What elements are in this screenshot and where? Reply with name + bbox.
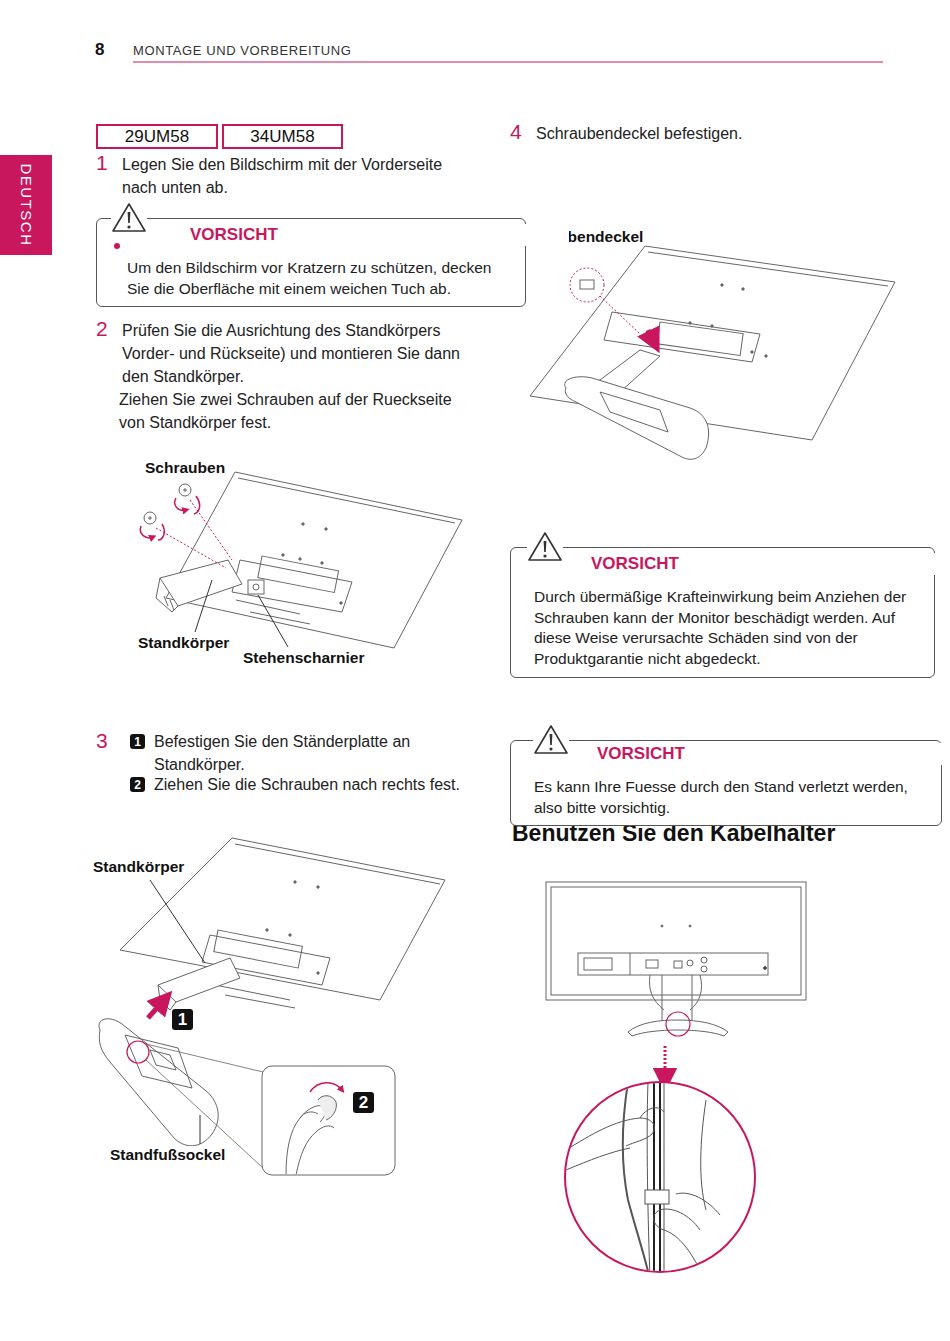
zoom-inset xyxy=(262,1066,395,1175)
step-text: Prüfen Sie die Ausrichtung des Standkörp… xyxy=(122,319,462,388)
callout-number: 2 xyxy=(130,777,145,792)
callout-digit: 1 xyxy=(178,1010,187,1030)
step-number: 4 xyxy=(510,120,522,143)
callout-number: 1 xyxy=(172,1009,193,1030)
callout-digit: 1 xyxy=(134,735,141,749)
callout-digit: 2 xyxy=(134,778,141,792)
step-number: 1 xyxy=(96,151,108,174)
model-name: 29UM58 xyxy=(125,127,189,147)
callout-number: 1 xyxy=(130,734,145,749)
part-label: Standkörper xyxy=(91,858,186,876)
cover-marks xyxy=(570,268,654,342)
caution-text: Um den Bildschirm vor Kratzern zu schütz… xyxy=(127,258,509,299)
caution-text: Durch übermäßige Krafteinwirkung beim An… xyxy=(534,587,920,669)
step-text: Ziehen Sie zwei Schrauben auf der Ruecks… xyxy=(119,388,469,434)
part-label: Standfußsockel xyxy=(108,1146,227,1164)
cable-holder-detail xyxy=(566,1082,720,1280)
step-number: 3 xyxy=(96,729,108,752)
part-label: Stehenscharnier xyxy=(241,649,366,667)
monitor-figure-3 xyxy=(530,246,895,459)
step-text: Schraubendeckel befestigen. xyxy=(536,122,742,145)
header-rule xyxy=(133,62,883,63)
page-header: MONTAGE UND VORBEREITUNG xyxy=(133,43,352,58)
caution-heading: VORSICHT xyxy=(187,224,569,246)
step-text: Befestigen Sie den Ständerplatte an Stan… xyxy=(154,730,474,776)
model-name: 34UM58 xyxy=(250,127,314,147)
warning-icon xyxy=(111,202,147,234)
page-number: 8 xyxy=(95,40,104,60)
caution-heading: VORSICHT xyxy=(588,553,950,575)
part-label: Schrauben xyxy=(143,459,227,477)
caution-heading: VORSICHT xyxy=(594,743,950,765)
caution-box: VORSICHTDurch übermäßige Krafteinwirkung… xyxy=(510,547,935,678)
language-name: DEUTSCH xyxy=(18,163,35,246)
model-tag: 34UM58 xyxy=(222,124,343,149)
bullet-dot xyxy=(114,243,120,249)
hand-detail xyxy=(286,1083,342,1174)
caution-text: Es kann Ihre Fuesse durch den Stand verl… xyxy=(534,777,927,818)
monitor-figure-4 xyxy=(546,882,806,1036)
caution-box: VORSICHTUm den Bildschirm vor Kratzern z… xyxy=(96,218,526,307)
leader-lines-2 xyxy=(150,880,205,1144)
part-label: Standkörper xyxy=(136,634,231,652)
caution-box: VORSICHTEs kann Ihre Fuesse durch den St… xyxy=(510,740,942,826)
step-text: Legen Sie den Bildschirm mit der Vorders… xyxy=(122,153,462,199)
language-tab: DEUTSCH xyxy=(0,155,52,255)
assembly-marks-2 xyxy=(127,1000,263,1168)
step-text: Ziehen Sie die Schrauben nach rechts fes… xyxy=(154,773,484,796)
monitor-figure-1 xyxy=(144,472,462,648)
callout-digit: 2 xyxy=(359,1093,368,1113)
warning-icon xyxy=(533,724,569,756)
model-tag: 29UM58 xyxy=(96,124,218,149)
step-number: 2 xyxy=(96,317,108,340)
warning-icon xyxy=(527,531,563,563)
callout-number: 2 xyxy=(353,1092,374,1113)
screw-arrows xyxy=(140,496,232,568)
